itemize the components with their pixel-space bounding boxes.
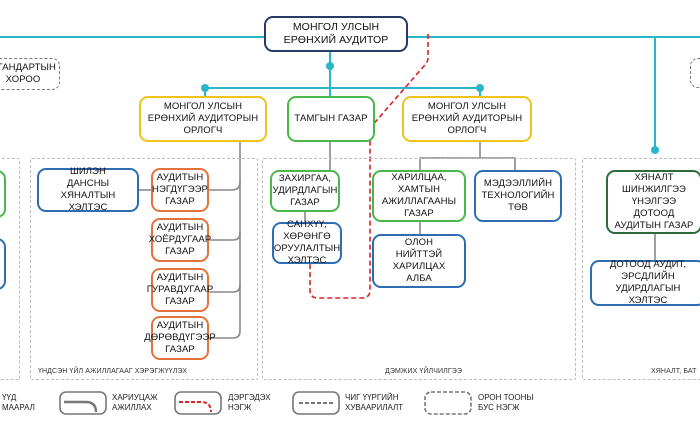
node-audit-dept-2: АУДИТЫН ХОЁРДУГААР ГАЗАР (149, 218, 211, 262)
legend-label-reporting: ХАРИУЦАЖ АЖИЛЛАХ (112, 393, 158, 412)
node-audit-dept-1: АУДИТЫН НЭГДҮГЭЭР ГАЗАР (151, 168, 209, 212)
node-deputy-left: МОНГОЛ УЛСЫН ЕРӨНХИЙ АУДИТОРЫН ОРЛОГЧ (139, 96, 267, 142)
node-secretariat: ТАМГЫН ГАЗАР (287, 96, 375, 142)
connector-dots (201, 62, 659, 154)
node-internal-audit-dept: ХЯНАЛТ ШИНЖИЛГЭЭ ҮНЭЛГЭЭ ДОТООД АУДИТЫН … (606, 170, 700, 234)
node-deputy-right: МОНГОЛ УЛСЫН ЕРӨНХИЙ АУДИТОРЫН ОРЛОГЧ (402, 96, 532, 142)
node-expertise-control: ШИЛЭН ДАНСНЫ ХЯНАЛТЫН ХЭЛТЭС (37, 166, 139, 213)
region-left-edge (0, 158, 20, 380)
node-cooperation-dept: ХАРИЛЦАА, ХАМТЫН АЖИЛЛАГААНЫ ГАЗАР (372, 170, 466, 222)
node-right-edge-dashed (690, 58, 700, 88)
node-auditor-general: МОНГОЛ УЛСЫН ЕРӨНХИЙ АУДИТОР (264, 16, 408, 52)
region-core (30, 158, 258, 380)
node-standards-committee: СТАНДАРТЫН ХОРОО (0, 58, 60, 90)
legend-label-partial: ҮҮД МААРАЛ (2, 393, 35, 412)
clipped-left-box-1 (0, 170, 6, 218)
node-audit-dept-4: АУДИТЫН ДӨРӨВДҮГЭЭР ГАЗАР (144, 316, 216, 360)
region-control (582, 158, 700, 380)
node-public-relations: ОЛОН НИЙТТЭЙ ХАРИЛЦАХ АЛБА (372, 234, 466, 288)
legend-samples (59, 391, 472, 415)
region-control-label: ХЯНАЛТ, БАТ (651, 368, 697, 375)
node-internal-audit-div: ДОТООД АУДИТ, ЭРСДЛИЙН УДИРДЛАГЫН ХЭЛТЭС (590, 259, 700, 306)
legend-label-functional: ЧИГ ҮҮРГИЙН ХУВААРИЛАЛТ (345, 393, 404, 412)
legend-label-subordinate: ДЭРГЭДЭХ НЭГЖ (228, 393, 271, 412)
clipped-left-box-2 (0, 238, 6, 290)
region-support-label: ДЭМЖИХ ҮЙЛЧИЛГЭЭ (385, 368, 462, 375)
node-admin-dept: ЗАХИРГАА, УДИРДЛАГЫН ГАЗАР (270, 170, 340, 212)
region-support (262, 158, 576, 380)
node-treasury-div: САНХҮҮ, ХӨРӨНГӨ ОРУУЛАЛТЫН ХЭЛТЭС (272, 219, 342, 266)
node-it-center: МЭДЭЭЛЛИЙН ТЕХНОЛОГИЙН ТӨВ (474, 170, 562, 222)
node-audit-dept-3: АУДИТЫН ГУРАВДУГААР ГАЗАР (147, 268, 213, 312)
region-core-label: ҮНДСЭН ҮЙЛ АЖИЛЛАГААГ ХЭРЭГЖҮҮЛЭХ (38, 368, 188, 375)
red-dashed-connector (309, 34, 429, 299)
legend-label-nonstaff: ОРОН ТООНЫ БУС НЭГЖ (478, 393, 534, 412)
